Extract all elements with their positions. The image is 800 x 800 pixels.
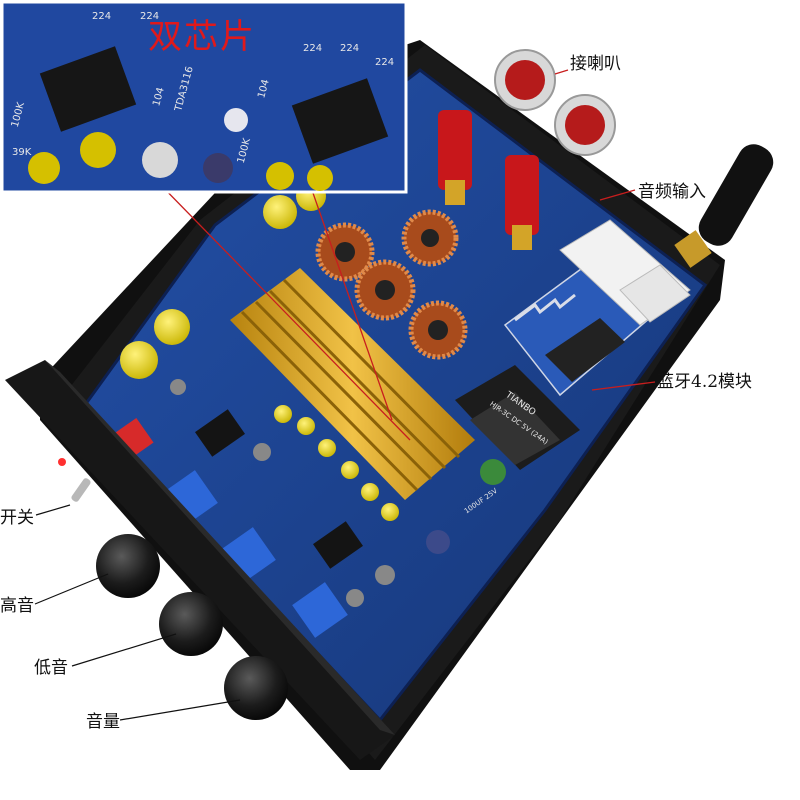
- inset-title: 双芯片: [148, 17, 256, 57]
- capacitors-small: [170, 379, 506, 607]
- knobs: [96, 534, 288, 720]
- silkscreen-224-c: 224: [303, 43, 323, 54]
- silkscreen-224-e: 224: [375, 57, 395, 68]
- power-switch: [71, 478, 91, 502]
- speaker-terminals: [438, 49, 616, 250]
- label-treble: 高音: [0, 596, 34, 616]
- label-audio-input: 音频输入: [638, 182, 706, 202]
- leader-lines: [151, 69, 656, 441]
- label-speaker: 接喇叭: [570, 54, 621, 74]
- pointer-lines: [34, 504, 241, 721]
- silkscreen-39k: 39K: [12, 147, 32, 158]
- antenna: [674, 144, 774, 268]
- silkscreen-224-b: 224: [140, 11, 160, 22]
- opamp-chips: [195, 409, 363, 569]
- label-switch: 开关: [0, 508, 34, 528]
- label-bluetooth-module: 蓝牙4.2模块: [657, 372, 753, 392]
- relay: [455, 365, 580, 470]
- heat-sink: [230, 268, 475, 500]
- inductors: [315, 209, 468, 360]
- inset-photo: [0, 0, 408, 194]
- silkscreen-224-a: 224: [92, 11, 112, 22]
- label-bass: 低音: [34, 658, 68, 678]
- capacitors-yellow: [120, 181, 399, 521]
- silkscreen-224-d: 224: [340, 43, 360, 54]
- label-volume: 音量: [86, 712, 120, 732]
- audio-input-socket: [559, 219, 691, 326]
- front-panel: [5, 360, 395, 760]
